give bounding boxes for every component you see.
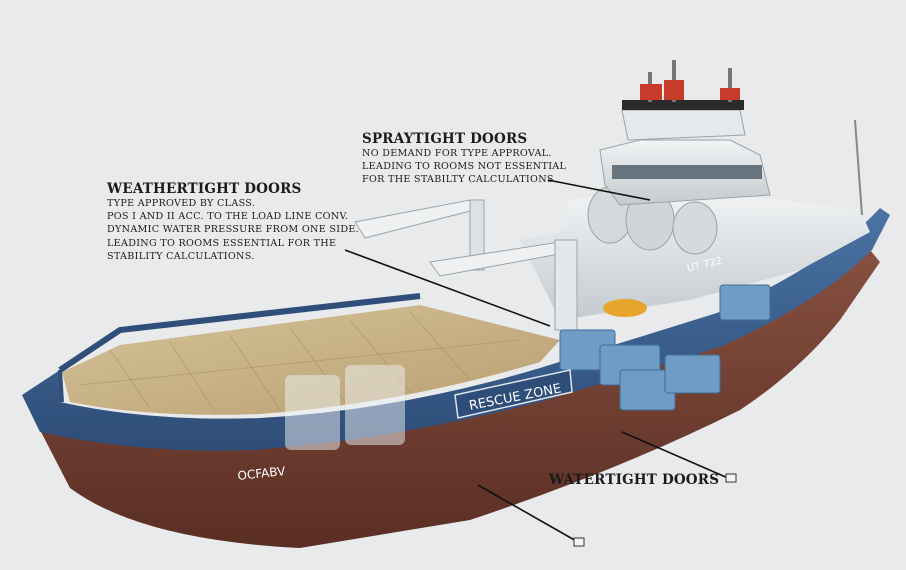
tanks [285, 365, 405, 450]
weathertight-line-5: STABILITY CALCULATIONS. [107, 250, 255, 262]
stern-marking: OCFABV [237, 464, 287, 483]
masts [640, 60, 863, 216]
leader-lines [344, 179, 729, 543]
weathertight-callout: WEATHERTIGHT DOORS TYPE APPROVED BY CLAS… [107, 181, 359, 263]
weathertight-line-2: POS I AND II ACC. TO THE LOAD LINE CONV. [107, 211, 349, 223]
deck-railing [58, 293, 421, 373]
weathertight-leader [344, 249, 551, 327]
spraytight-callout: SPRAYTIGHT DOORS NO DEMAND FOR TYPE APPR… [362, 131, 566, 187]
weathertight-line-1: TYPE APPROVED BY CLASS. [107, 198, 256, 209]
spraytight-title: SPRAYTIGHT DOORS [362, 131, 528, 147]
spraytight-line-2: LEADING TO ROOMS NOT ESSENTIAL [362, 161, 567, 173]
hull-lower [40, 250, 880, 548]
spraytight-line-3: FOR THE STABILTY CALCULATIONS [362, 174, 554, 186]
weathertight-line-3: DYNAMIC WATER PRESSURE FROM ONE SIDE. [107, 224, 359, 236]
door-marker-icon [573, 537, 585, 547]
rescue-boat [603, 299, 647, 317]
weathertight-line-4: LEADING TO ROOMS ESSENTIAL FOR THE [107, 237, 337, 249]
watertight-leader-right [621, 431, 729, 479]
door-marker-icon [725, 473, 737, 483]
weathertight-title: WEATHERTIGHT DOORS [107, 181, 302, 197]
rescue-zone-plate [454, 369, 573, 419]
cargo-deck [62, 305, 560, 415]
watertight-callout: WATERTIGHT DOORS [549, 472, 719, 488]
spraytight-leader [547, 179, 651, 201]
watertight-title: WATERTIGHT DOORS [549, 472, 720, 488]
engines [559, 284, 771, 411]
deck-planks [79, 311, 521, 413]
spraytight-line-1: NO DEMAND FOR TYPE APPROVAL. [362, 148, 552, 159]
watertight-leader-left [477, 484, 579, 543]
cranes [354, 199, 578, 331]
